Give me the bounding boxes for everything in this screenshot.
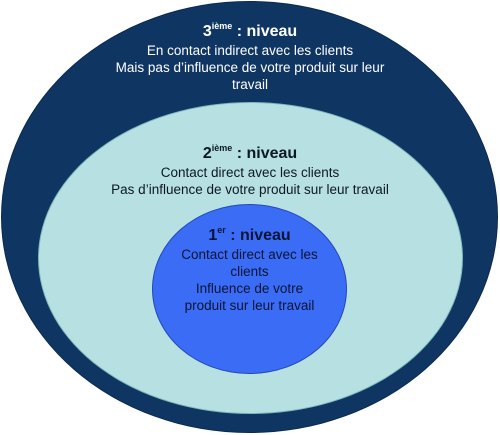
outer-level-label: 3ième : niveau En contact indirect avec … (50, 22, 450, 93)
middle-level-label: 2ième : niveau Contact direct avec les c… (80, 144, 420, 198)
outer-level-line: En contact indirect avec les clients (146, 43, 354, 58)
middle-level-title-text: : niveau (232, 145, 298, 162)
inner-level-number: 1 (208, 227, 218, 244)
middle-level-line: Pas d’influence de votre produit sur leu… (111, 182, 389, 197)
outer-level-title: 3ième : niveau (50, 22, 450, 42)
inner-level-line: clients (230, 264, 269, 279)
inner-level-label: 1er : niveau Contact direct avec les cli… (172, 226, 327, 314)
inner-level-ellipse (152, 204, 347, 374)
outer-level-title-text: : niveau (232, 23, 298, 40)
outer-level-suffix: ième (211, 21, 233, 31)
inner-level-line: produit sur leur travail (184, 298, 315, 313)
middle-level-title: 2ième : niveau (80, 144, 420, 164)
outer-level-line: travail (231, 77, 268, 92)
inner-level-title: 1er : niveau (172, 226, 327, 246)
inner-level-line: Contact direct avec les (181, 247, 318, 262)
inner-level-suffix: er (217, 225, 226, 235)
inner-level-line: Influence de votre (195, 281, 304, 296)
middle-level-number: 2 (202, 145, 212, 162)
outer-level-number: 3 (202, 23, 212, 40)
middle-level-suffix: ième (211, 143, 233, 153)
outer-level-line: Mais pas d’influence de votre produit su… (115, 60, 385, 75)
middle-level-line: Contact direct avec les clients (160, 165, 340, 180)
inner-level-title-text: : niveau (225, 227, 291, 244)
